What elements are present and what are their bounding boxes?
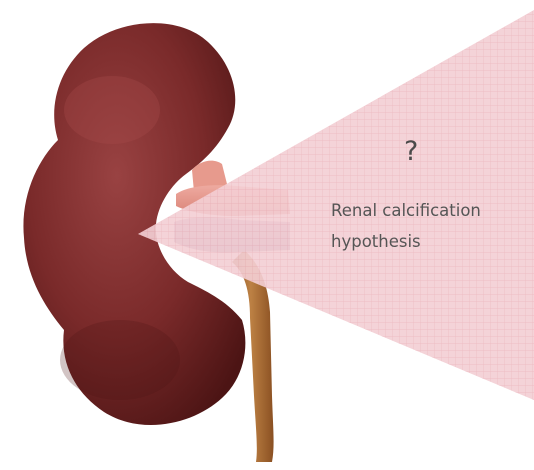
- hypothesis-label-line1: Renal calcification: [331, 201, 481, 220]
- hypothesis-label-line2: hypothesis: [331, 232, 421, 251]
- question-mark: ?: [404, 136, 418, 167]
- kidney-shadow: [60, 320, 180, 400]
- kidney-highlight: [64, 76, 160, 144]
